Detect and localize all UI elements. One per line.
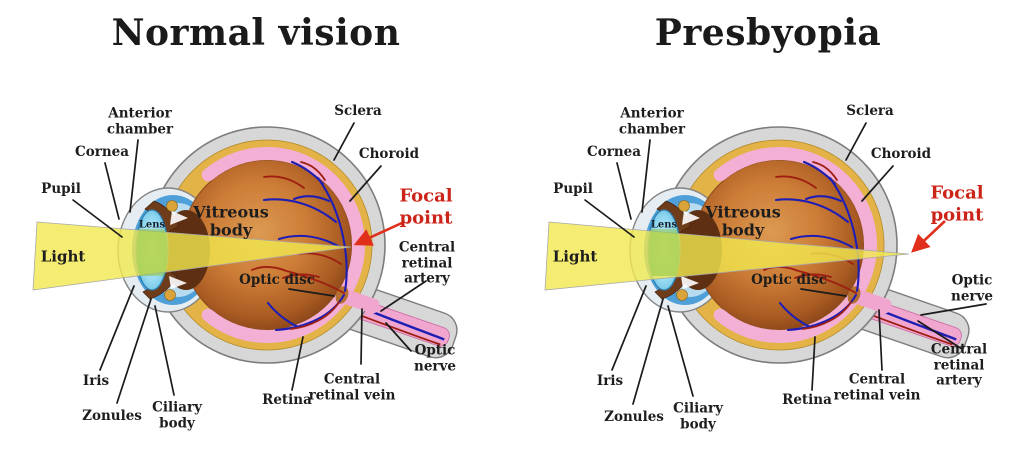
label-central-retinal-vein: Central retinal vein <box>308 371 396 403</box>
label-optic-nerve: Optic nerve <box>414 342 456 374</box>
label-central-retinal-vein: Central retinal vein <box>833 371 921 403</box>
label-ciliary-body: Ciliary body <box>152 399 202 431</box>
leader-lines <box>72 122 427 404</box>
leader-optic-disc <box>800 288 847 297</box>
label-retina: Retina <box>262 392 312 409</box>
leader-iris <box>611 285 647 371</box>
label-iris: Iris <box>82 373 110 390</box>
leader-sclera <box>333 122 355 161</box>
label-anterior-chamber: Anterior chamber <box>106 105 174 137</box>
leader-central-retinal-vein <box>878 309 883 371</box>
panel-presbyopia: Presbyopia Anterior chamber Cornea Pupil… <box>512 0 1024 476</box>
leader-zonules <box>632 298 664 405</box>
label-light: Light <box>40 247 86 266</box>
label-sclera: Sclera <box>846 103 894 120</box>
leader-choroid <box>349 165 382 202</box>
leader-central-retinal-artery <box>380 280 427 312</box>
leader-zonules <box>116 298 152 404</box>
leader-cornea <box>104 162 120 220</box>
label-lens: Lens <box>138 219 166 231</box>
focal-point-arrow <box>353 220 405 246</box>
panel-title-normal-vision: Normal vision <box>111 12 401 54</box>
leader-optic-nerve <box>385 322 412 352</box>
leader-ciliary-body <box>667 305 694 397</box>
label-vitreous-body: Vitreous body <box>193 202 269 240</box>
label-choroid: Choroid <box>358 146 420 163</box>
panel-title-presbyopia: Presbyopia <box>654 12 882 54</box>
label-light: Light <box>552 247 598 266</box>
label-lens: Lens <box>650 219 678 231</box>
leader-retina <box>811 336 816 391</box>
label-zonules: Zonules <box>604 409 664 426</box>
leader-pupil <box>584 199 635 238</box>
label-focal-point: Focal point <box>930 182 984 225</box>
label-pupil: Pupil <box>553 181 593 198</box>
label-optic-disc: Optic disc <box>239 272 315 289</box>
leader-ciliary-body <box>154 305 175 396</box>
leader-central-retinal-vein <box>360 308 363 365</box>
leader-anterior-chamber <box>129 139 139 213</box>
label-cornea: Cornea <box>586 144 642 161</box>
leader-optic-nerve <box>920 303 987 316</box>
label-cornea: Cornea <box>74 144 130 161</box>
label-vitreous-body: Vitreous body <box>705 202 781 240</box>
beam-lens-overlap <box>648 229 680 276</box>
label-central-retinal-artery: Central retinal artery <box>398 239 456 287</box>
label-focal-point: Focal point <box>399 185 453 228</box>
light-beam <box>32 221 352 291</box>
leader-sclera <box>845 122 867 161</box>
panel-normal-vision: Normal vision Anterior chamber Cornea Pu… <box>32 0 512 431</box>
light-beam <box>544 221 910 291</box>
leader-pupil <box>72 199 123 238</box>
label-retina: Retina <box>782 392 832 409</box>
leader-optic-disc <box>288 288 335 297</box>
label-optic-nerve: Optic nerve <box>951 272 993 304</box>
label-zonules: Zonules <box>82 408 142 425</box>
label-iris: Iris <box>596 373 624 390</box>
leader-choroid <box>861 165 894 202</box>
beam-lens-overlap <box>136 229 168 276</box>
focal-point-arrow <box>911 220 946 253</box>
label-sclera: Sclera <box>334 103 382 120</box>
label-ciliary-body: Ciliary body <box>673 400 723 432</box>
label-central-retinal-artery: Central retinal artery <box>930 341 988 389</box>
leader-iris <box>99 285 135 371</box>
label-choroid: Choroid <box>870 146 932 163</box>
label-optic-disc: Optic disc <box>751 272 827 289</box>
presbyopia-figure <box>544 0 987 405</box>
normal-vision-figure <box>32 0 512 404</box>
leader-retina <box>291 336 304 391</box>
leader-cornea <box>616 162 632 220</box>
leader-anterior-chamber <box>641 139 651 213</box>
leader-lines <box>584 122 987 405</box>
label-anterior-chamber: Anterior chamber <box>618 105 686 137</box>
leader-central-retinal-artery <box>917 320 963 350</box>
label-pupil: Pupil <box>41 181 81 198</box>
